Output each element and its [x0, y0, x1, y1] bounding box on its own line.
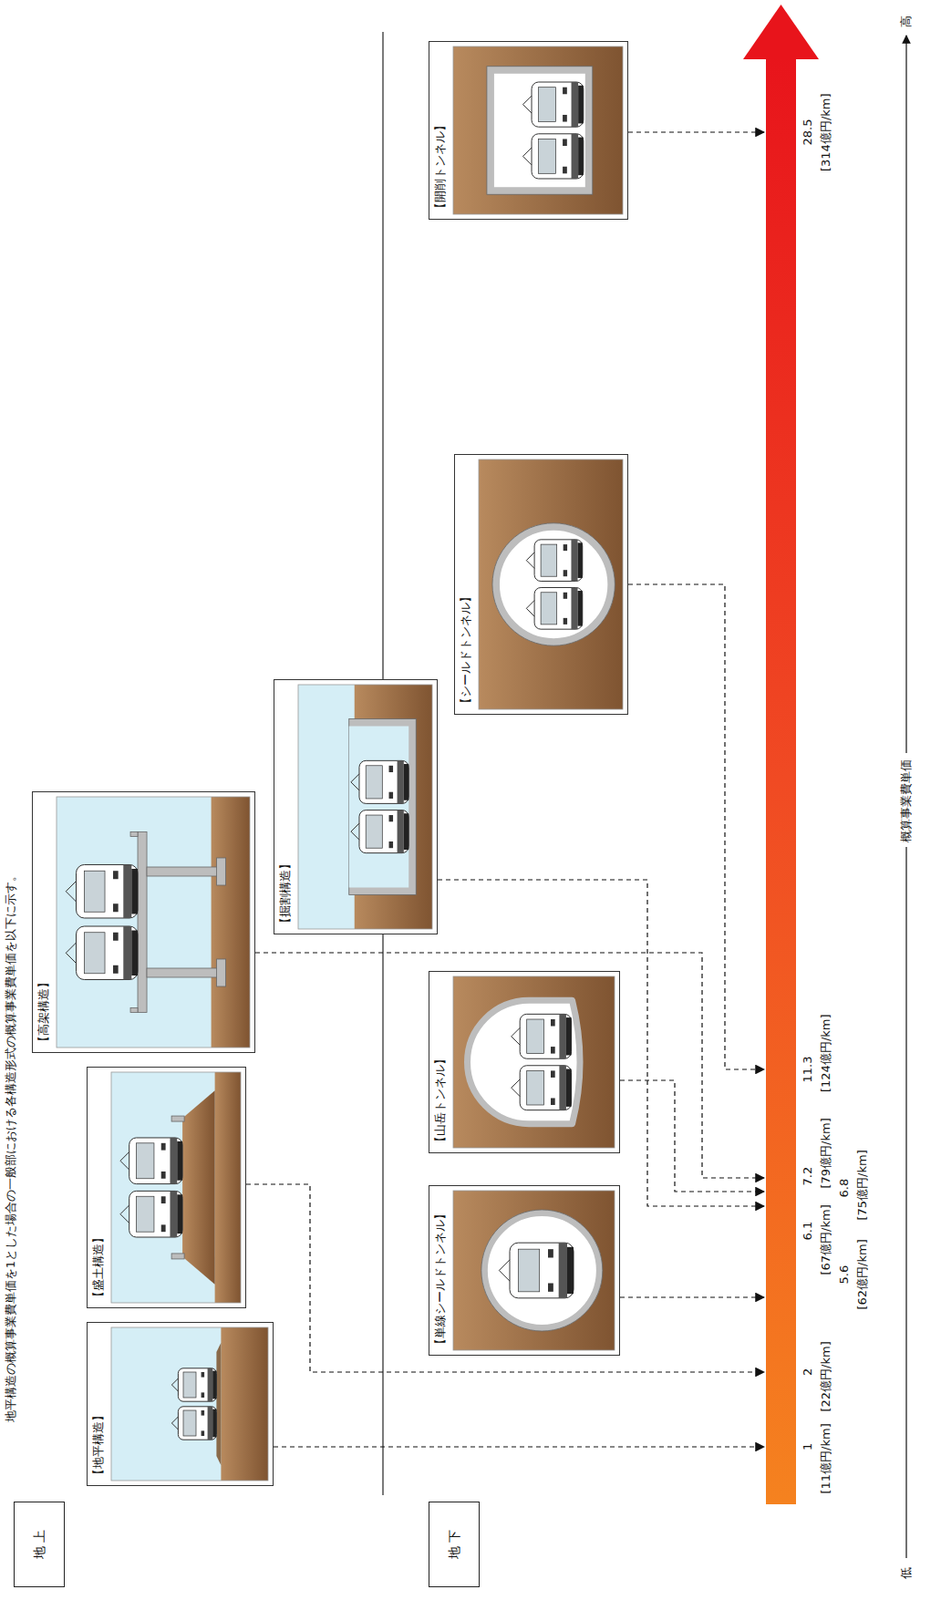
structure-illustration	[32, 792, 255, 1053]
structure-name: 【盛土構造】	[87, 1227, 110, 1308]
cost-label: [11億円/km]	[818, 1423, 834, 1494]
structure-illustration	[429, 41, 628, 219]
cost-label: [62億円/km]	[855, 1239, 870, 1310]
structure-box: 【山岳トンネル】	[428, 971, 621, 1154]
value-label: 28.5	[800, 119, 816, 146]
structure-illustration	[429, 1186, 620, 1355]
leader-arrow	[255, 952, 765, 1179]
value-label: 1	[800, 1443, 816, 1451]
value-label: 6.8	[837, 1178, 852, 1199]
page-title: 地平構造の概算事業費単価を1とした場合の一般部における各構造形式の概算事業費単価…	[3, 869, 19, 1423]
structure-name: 【開削トンネル】	[429, 114, 452, 219]
cost-label: [314億円/km]	[818, 93, 834, 172]
structure-illustration	[454, 454, 628, 714]
structure-name: 地 上	[28, 1522, 51, 1567]
structure-box: 【掘割構造】	[273, 679, 438, 935]
axis-title-label: 概算事業費単価	[899, 754, 914, 848]
structure-name: 【掘割構造】	[274, 853, 297, 934]
value-label: 11.3	[800, 1056, 816, 1084]
structure-name: 【シールドトンネル】	[454, 586, 477, 714]
leader-arrow	[620, 1296, 765, 1298]
structure-illustration	[87, 1323, 273, 1486]
structure-illustration	[429, 972, 620, 1153]
cost-label: [75億円/km]	[855, 1149, 870, 1221]
cost-label: [67億円/km]	[818, 1204, 834, 1275]
structure-name: 地 下	[443, 1522, 466, 1567]
value-label: 7.2	[800, 1167, 816, 1187]
value-label: 6.1	[800, 1221, 816, 1241]
value-label: 5.6	[837, 1265, 852, 1285]
structure-box: 【開削トンネル】	[428, 41, 629, 220]
structure-box: 【地平構造】	[86, 1322, 274, 1487]
structure-box: 【シールドトンネル】	[454, 454, 629, 715]
leader-arrow	[273, 1446, 765, 1448]
leader-arrow	[620, 1080, 765, 1192]
structure-box: 【盛土構造】	[86, 1066, 247, 1309]
cost-label: [22億円/km]	[818, 1341, 834, 1412]
axis-low-label: 低	[899, 1567, 914, 1580]
region-tag: 地 下	[428, 1501, 480, 1588]
structure-box: 【単線シールドトンネル】	[428, 1185, 621, 1356]
cost-bar-head	[743, 4, 819, 60]
structure-box: 【高架構造】	[31, 791, 256, 1054]
axis-high-label: 高	[899, 15, 914, 28]
structure-name: 【山岳トンネル】	[429, 1048, 452, 1153]
structure-illustration	[274, 680, 437, 934]
leader-arrow	[628, 584, 765, 1070]
structure-name: 【単線シールドトンネル】	[429, 1203, 452, 1355]
leader-arrow	[628, 131, 765, 133]
value-label: 2	[800, 1368, 816, 1376]
structure-illustration	[87, 1067, 246, 1308]
structure-name: 【地平構造】	[87, 1405, 110, 1486]
cost-bar	[765, 54, 797, 1505]
leader-arrow	[437, 879, 765, 1207]
cost-label: [124億円/km]	[818, 1013, 834, 1093]
region-tag: 地 上	[13, 1501, 65, 1588]
structure-name: 【高架構造】	[32, 972, 55, 1053]
leader-arrow	[246, 1184, 765, 1373]
cost-label: [79億円/km]	[818, 1117, 834, 1189]
